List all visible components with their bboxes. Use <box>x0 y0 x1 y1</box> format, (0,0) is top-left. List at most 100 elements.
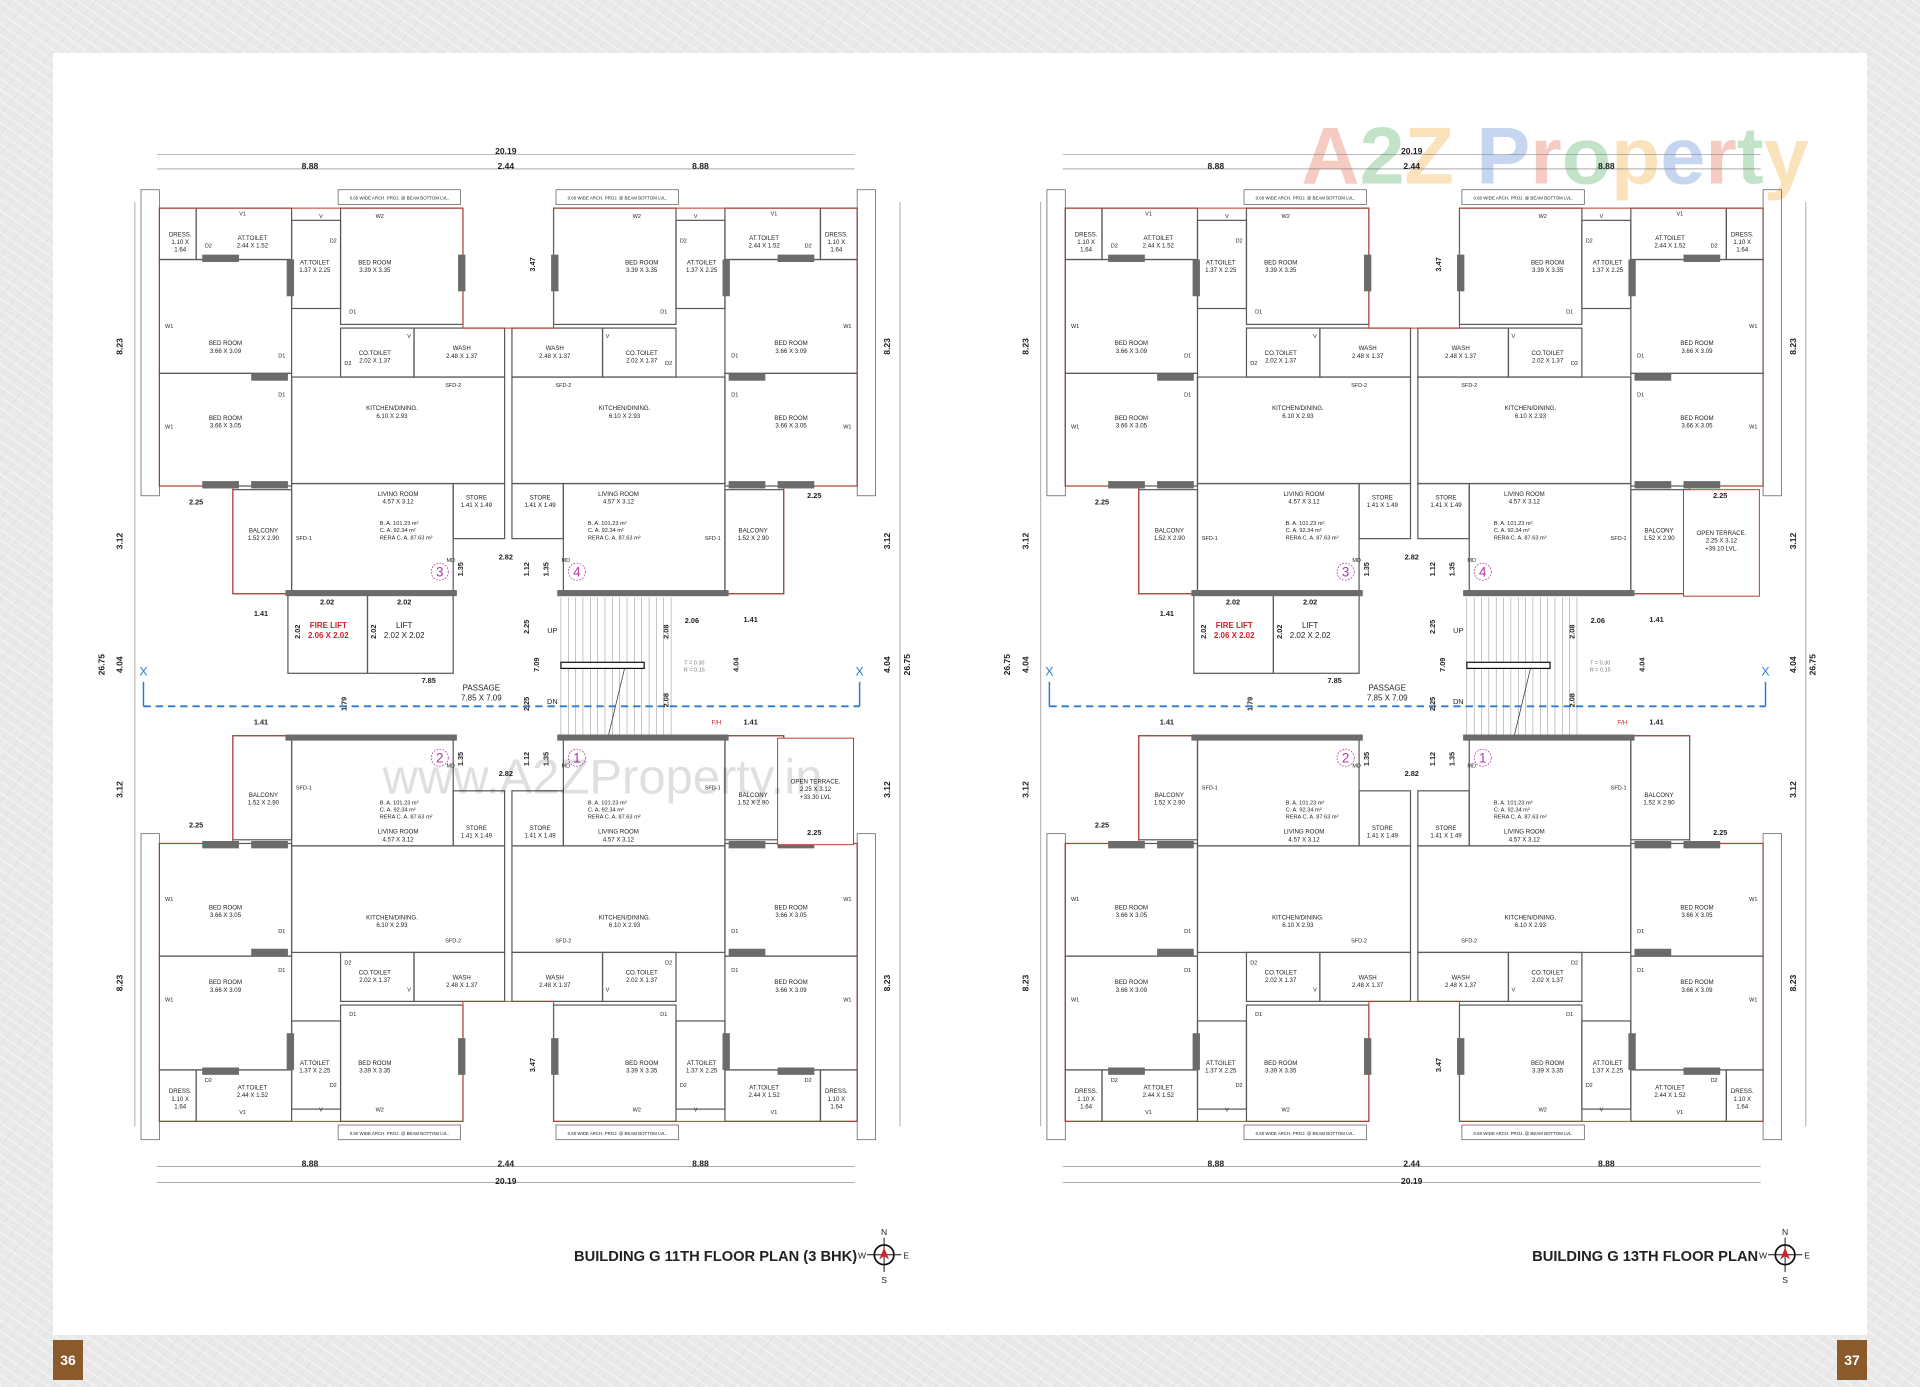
fire-hydrant-label: F/H <box>1617 720 1627 727</box>
room-label: 1.41 X 1.49 <box>1430 502 1462 509</box>
dimension-label: 8.88 <box>1208 161 1225 171</box>
room-label: 2.02 X 1.37 <box>1265 358 1297 365</box>
opening-label-d1: D1 <box>1637 929 1644 935</box>
plan-title: BUILDING G 13TH FLOOR PLAN <box>1532 1249 1758 1265</box>
dimension-label: 2.25 <box>189 821 203 830</box>
room-bed-2 <box>158 955 293 1071</box>
plan-title: BUILDING G 11TH FLOOR PLAN (3 BHK) <box>574 1249 857 1265</box>
stair-up-label: UP <box>547 626 557 635</box>
room-label: STORE <box>1436 494 1457 501</box>
dimension-label: 1.79 <box>1246 697 1255 711</box>
dimension-label: 8.23 <box>1021 974 1031 991</box>
opening-label-w1: W1 <box>165 424 173 430</box>
room-label: 1.52 X 2.90 <box>1154 800 1186 807</box>
arch-projection <box>1046 833 1066 1141</box>
dimension-label: 1.41 <box>1649 718 1663 727</box>
dimension-label: 2.25 <box>1428 697 1437 711</box>
dimension-label: 1.35 <box>1448 752 1457 766</box>
passage-label: 7.85 X 7.09 <box>1367 693 1408 702</box>
arch-projection <box>1243 1124 1367 1141</box>
room-label: BED ROOM <box>1264 1060 1297 1067</box>
room-label: BED ROOM <box>209 415 242 422</box>
room-label: 2.48 X 1.37 <box>446 353 478 360</box>
wall-column <box>1683 254 1721 262</box>
compass-s: S <box>881 1275 887 1285</box>
room-label: BED ROOM <box>1115 340 1148 347</box>
dimension-label: 3.12 <box>1021 533 1031 550</box>
dimension-label: 1.41 <box>744 718 758 727</box>
room-label: 1.10 X <box>1077 1096 1095 1103</box>
room-label: CO.TOILET <box>626 969 658 976</box>
opening-label-md: MD <box>1467 558 1476 564</box>
area-statement: RERA C. A. 87.63 m² <box>1286 535 1339 541</box>
lift-label: LIFT <box>396 621 412 630</box>
opening-label-v: V <box>1225 214 1229 220</box>
opening-label-v1: V1 <box>771 1110 778 1116</box>
room-label: 4.57 X 3.12 <box>1509 836 1541 843</box>
dimension-label: 2.02 <box>1275 625 1284 639</box>
opening-label-d1: D1 <box>1184 393 1191 399</box>
room-label: BED ROOM <box>774 340 807 347</box>
arch-projection <box>140 189 160 497</box>
wall-column <box>251 841 288 849</box>
lift-label: 2.02 X 2.02 <box>1290 631 1331 640</box>
dimension-label: 1.12 <box>1428 752 1437 766</box>
room-label: AT.TOILET <box>749 1085 779 1092</box>
page-number-right: 37 <box>1837 1340 1867 1380</box>
opening-label-sfd2: SFD-2 <box>555 383 571 389</box>
opening-label-w1: W1 <box>1749 897 1757 903</box>
dimension-label: 3.12 <box>1021 781 1031 798</box>
wall-column <box>1363 254 1372 292</box>
area-statement: C. A. 92.34 m² <box>588 807 624 813</box>
wall-column <box>458 1038 466 1075</box>
room-label: AT.TOILET <box>300 1060 330 1067</box>
opening-label-v: V <box>319 1108 323 1114</box>
room-label: 2.02 X 1.37 <box>1532 358 1564 365</box>
area-statement: RERA C. A. 87.63 m² <box>1286 814 1339 820</box>
room-label: 3.66 X 3.05 <box>1681 912 1713 919</box>
opening-label-w2: W2 <box>1282 214 1290 220</box>
arch-projection <box>555 1124 679 1141</box>
dimension-label: 7.85 <box>1327 676 1341 685</box>
area-statement: C. A. 92.34 m² <box>380 528 416 534</box>
wall-column <box>286 259 295 297</box>
opening-label-v: V <box>407 988 411 994</box>
opening-label-d1: D1 <box>1566 309 1573 315</box>
opening-label-w2: W2 <box>1539 1108 1547 1114</box>
dimension-label: 7.09 <box>1438 658 1447 672</box>
opening-label-sfd1: SFD-1 <box>1202 536 1218 542</box>
wall-column <box>551 1038 559 1075</box>
dimension-label: 4.04 <box>115 656 125 673</box>
room-label: BALCONY <box>739 792 768 799</box>
wall-column <box>1634 841 1672 849</box>
opening-label-d2: D2 <box>205 243 212 249</box>
wall-column <box>458 254 466 292</box>
room-label: 2.44 X 1.52 <box>237 243 269 250</box>
opening-label-d1: D1 <box>278 968 285 974</box>
opening-label-d1: D1 <box>660 309 667 315</box>
room-label: LIVING ROOM <box>378 491 419 498</box>
room-label: KITCHEN/DINING. <box>1505 914 1557 921</box>
logo-letter: r <box>1530 112 1561 202</box>
room-label: STORE <box>1436 825 1457 832</box>
area-statement: C. A. 92.34 m² <box>1494 528 1530 534</box>
opening-label-d1: D1 <box>278 929 285 935</box>
opening-label-sfd2: SFD-2 <box>445 383 461 389</box>
area-statement: B. A. 101.23 m² <box>1286 521 1325 527</box>
opening-label-w2: W2 <box>633 214 641 220</box>
room-label: WASH <box>1359 345 1377 352</box>
opening-label-md: MD <box>1352 764 1361 770</box>
room-label: 3.66 X 3.05 <box>1681 423 1713 430</box>
room-label: 2.02 X 1.37 <box>1532 977 1564 984</box>
room-label: 1.41 X 1.49 <box>461 833 493 840</box>
dimension-label: 2.25 <box>1428 620 1437 634</box>
room-label: 1.52 X 2.90 <box>1643 800 1675 807</box>
room-label: BED ROOM <box>1680 979 1713 986</box>
opening-label-sfd1: SFD-1 <box>705 786 721 792</box>
dimension-label: 26.75 <box>1002 654 1012 676</box>
room-living <box>1468 735 1632 847</box>
room-label: 2.48 X 1.37 <box>1352 982 1384 989</box>
opening-label-d2: D2 <box>1111 243 1118 249</box>
dimension-label: 2.82 <box>1405 769 1419 778</box>
